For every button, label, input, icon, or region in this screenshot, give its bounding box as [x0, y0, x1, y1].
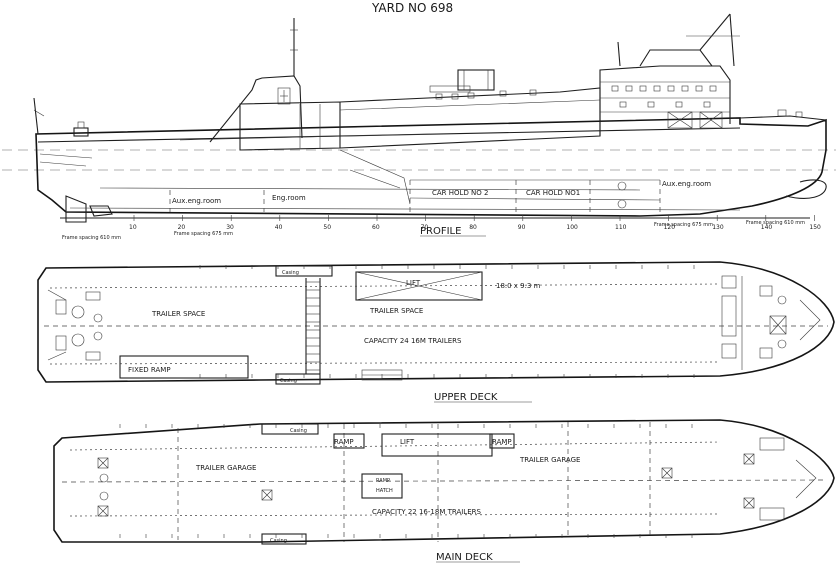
frame-number: 120 — [664, 224, 676, 231]
main-casing-top: Casing — [290, 428, 307, 434]
upper-deck-heading: UPPER DECK — [434, 392, 498, 403]
frame-number: 90 — [518, 224, 526, 231]
frame-number: 50 — [323, 224, 331, 231]
upper-deck-plan: Casing Casing FIXED RAMP LIFT 18.0 x 9.3… — [37, 261, 835, 403]
label-trailer-space-aft: TRAILER SPACE — [151, 310, 205, 318]
frame-number: 30 — [226, 224, 234, 231]
label-trailer-space-mid: TRAILER SPACE — [369, 307, 423, 315]
label-ramp-hatch-2: HATCH — [376, 488, 393, 494]
profile-windows — [435, 89, 537, 100]
label-upper-capacity: CAPACITY 24 16M TRAILERS — [364, 337, 462, 345]
frame-scale: 10 20 30 40 50 60 70 80 90 100 110 120 130 140 150 — [129, 215, 821, 231]
bridge-windows — [611, 85, 717, 108]
ramp-hatch — [361, 473, 403, 499]
main-casing-bottom: Casing — [270, 538, 287, 544]
funnel — [209, 75, 303, 143]
label-aux-eng-room-aft: Aux.eng.room — [172, 197, 221, 205]
main-deck-plan: Casing Casing RAMP LIFT RAMP RAMP HATCH … — [53, 419, 835, 563]
label-aux-eng-room-fwd: Aux.eng.room — [662, 180, 711, 188]
label-frame-spacing-675-aft: Frame spacing 675 mm — [174, 231, 233, 237]
profile-view: Aux.eng.room Eng.room CAR HOLD NO 2 CAR … — [2, 13, 836, 241]
label-trailer-garage-aft: TRAILER GARAGE — [195, 464, 256, 472]
upper-casing-top: Casing — [282, 270, 299, 276]
profile-hatch-marks — [667, 111, 723, 129]
label-frame-spacing-610-fwd: Frame spacing 610 mm — [746, 220, 805, 226]
label-frame-spacing-675-fwd: Frame spacing 675 mm — [654, 222, 713, 228]
frame-number: 140 — [761, 224, 773, 231]
main-deck-outline — [53, 419, 835, 543]
main-aft-equipment — [97, 457, 273, 517]
upper-lift — [355, 271, 483, 301]
label-main-ramp-aft: RAMP — [334, 438, 354, 446]
upper-deck-outline — [37, 261, 835, 383]
bridge-superstructure — [599, 65, 731, 136]
label-lift: LIFT — [406, 279, 421, 287]
frame-number: 150 — [809, 224, 821, 231]
label-main-lift: LIFT — [400, 438, 415, 446]
frame-number: 70 — [421, 224, 429, 231]
label-main-capacity: CAPACITY 22 16-18M TRAILERS — [372, 508, 481, 516]
frame-number: 20 — [178, 224, 186, 231]
label-lift-size: 18.0 x 9.3 m — [496, 282, 541, 290]
label-fixed-ramp: FIXED RAMP — [128, 366, 171, 374]
main-fwd-equipment — [661, 437, 817, 521]
frame-number: 40 — [275, 224, 283, 231]
label-trailer-garage-fwd: TRAILER GARAGE — [519, 456, 580, 464]
label-main-ramp-fwd: RAMP — [492, 438, 512, 446]
frame-number: 60 — [372, 224, 380, 231]
label-ramp-hatch-1: RAMP — [376, 478, 390, 484]
label-car-hold-1: CAR HOLD NO1 — [526, 189, 580, 197]
upper-casing-bottom: Casing — [280, 378, 297, 384]
frame-number: 80 — [469, 224, 477, 231]
label-eng-room: Eng.room — [272, 194, 306, 202]
main-deck-heading: MAIN DECK — [436, 552, 493, 563]
frame-number: 100 — [566, 224, 578, 231]
frame-number: 10 — [129, 224, 137, 231]
label-frame-spacing-610-aft: Frame spacing 610 mm — [62, 235, 121, 241]
profile-hull-outline — [35, 117, 827, 217]
frame-number: 130 — [712, 224, 724, 231]
upper-aft-equipment — [47, 289, 103, 361]
frame-number: 110 — [615, 224, 627, 231]
upper-fwd-equipment — [721, 275, 821, 370]
label-car-hold-2: CAR HOLD NO 2 — [432, 189, 488, 197]
profile-heading: PROFILE — [420, 226, 461, 237]
upper-ladder — [305, 278, 321, 374]
drawing-title: YARD NO 698 — [371, 1, 453, 15]
